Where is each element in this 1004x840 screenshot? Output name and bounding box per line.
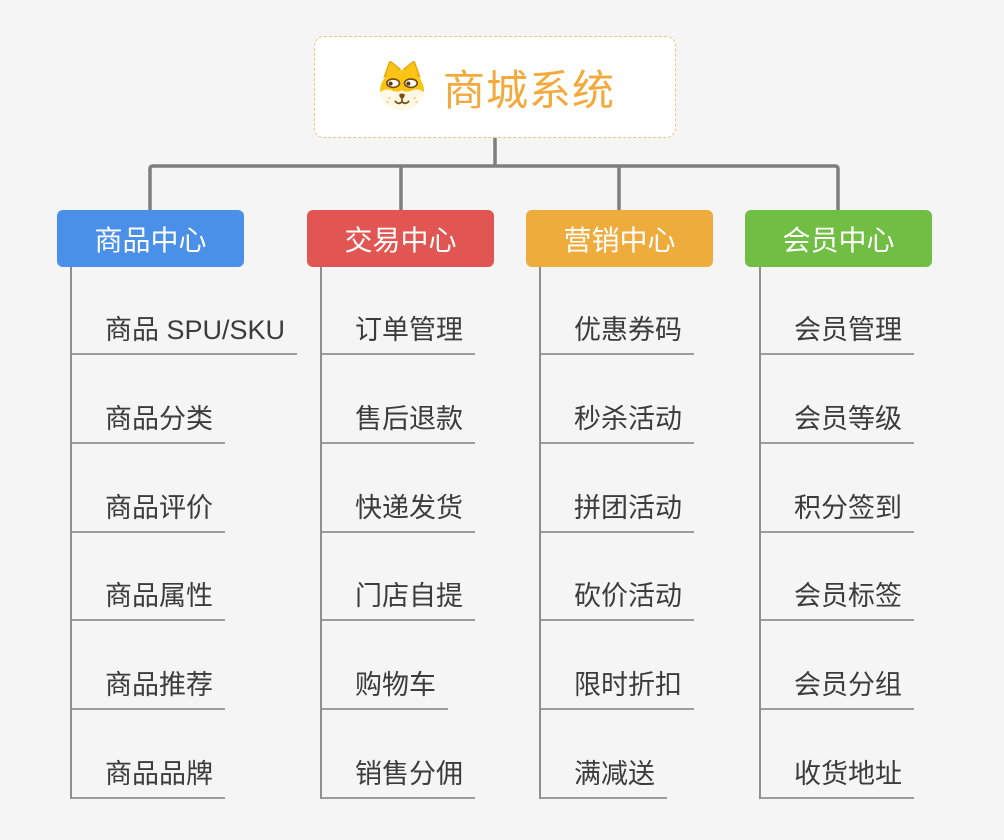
leaf-node[interactable]: 门店自提 (322, 577, 475, 622)
branch-bus-line (148, 164, 840, 212)
dog-face-icon (380, 61, 424, 111)
leaf-node[interactable]: 砍价活动 (541, 577, 694, 622)
leaf-node[interactable]: 商品品牌 (72, 755, 225, 799)
leaf-node[interactable]: 商品推荐 (72, 666, 225, 711)
branch-node-marketing-center[interactable]: 营销中心 (526, 210, 713, 267)
leaf-node[interactable]: 销售分佣 (322, 755, 475, 799)
leaf-node[interactable]: 秒杀活动 (541, 400, 694, 444)
leaf-node[interactable]: 收货地址 (761, 755, 914, 799)
branch-item-list: 会员管理 会员等级 积分签到 会员标签 会员分组 收货地址 (761, 311, 914, 799)
branch-node-member-center[interactable]: 会员中心 (745, 210, 932, 267)
leaf-node[interactable]: 购物车 (322, 666, 448, 711)
root-node[interactable]: 商城系统 (314, 36, 676, 138)
leaf-node[interactable]: 商品评价 (72, 489, 225, 533)
leaf-node[interactable]: 会员管理 (761, 311, 914, 355)
leaf-node[interactable]: 拼团活动 (541, 489, 694, 533)
root-node-title: 商城系统 (442, 66, 615, 114)
branch-spine (759, 267, 761, 799)
leaf-node[interactable]: 商品 SPU/SKU (72, 311, 298, 355)
branch-item-list: 订单管理 售后退款 快递发货 门店自提 购物车 销售分佣 (322, 311, 475, 799)
branch-item-list: 优惠券码 秒杀活动 拼团活动 砍价活动 限时折扣 满减送 (541, 311, 694, 799)
leaf-node[interactable]: 商品分类 (72, 400, 225, 444)
branch-spine (539, 267, 541, 799)
leaf-node[interactable]: 优惠券码 (541, 311, 694, 355)
leaf-node[interactable]: 会员标签 (761, 577, 914, 622)
branch-spine (320, 267, 322, 799)
branch-node-product-center[interactable]: 商品中心 (57, 210, 244, 267)
leaf-node[interactable]: 售后退款 (322, 400, 475, 444)
leaf-node[interactable]: 商品属性 (72, 577, 225, 622)
leaf-node[interactable]: 会员分组 (761, 666, 914, 711)
branch-node-trade-center[interactable]: 交易中心 (307, 210, 494, 267)
leaf-node[interactable]: 限时折扣 (541, 666, 694, 711)
branch-item-list: 商品 SPU/SKU 商品分类 商品评价 商品属性 商品推荐 商品品牌 (72, 311, 298, 799)
leaf-node[interactable]: 快递发货 (322, 489, 475, 533)
leaf-node[interactable]: 会员等级 (761, 400, 914, 444)
leaf-node[interactable]: 积分签到 (761, 489, 914, 533)
leaf-node[interactable]: 订单管理 (322, 311, 475, 355)
leaf-node[interactable]: 满减送 (541, 755, 667, 799)
branch-spine (70, 267, 72, 799)
